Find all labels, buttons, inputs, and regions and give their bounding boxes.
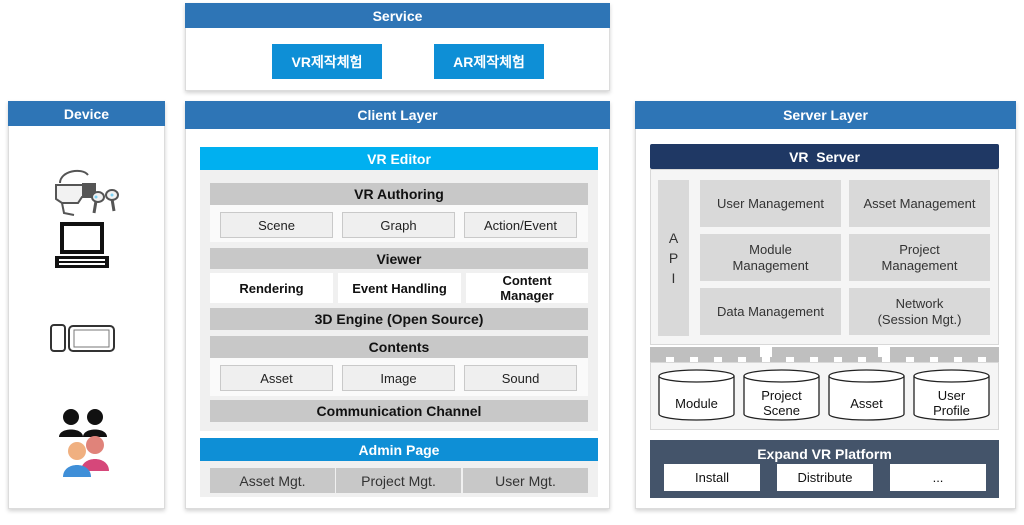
vr-authoring-band: VR Authoring (210, 183, 588, 205)
distribute-box: Distribute (777, 464, 873, 491)
user-management-box: User Management (700, 180, 841, 227)
project-management-box: Project Management (849, 234, 990, 281)
module-management-box: Module Management (700, 234, 841, 281)
module-database: Module (658, 369, 735, 421)
server-layer-header: Server Layer (635, 101, 1016, 129)
user-mgt-box: User Mgt. (463, 468, 588, 493)
api-letter: P (668, 250, 679, 266)
device-panel (8, 101, 165, 509)
laptop-icon (55, 222, 109, 268)
client-layer-header: Client Layer (185, 101, 610, 129)
event-handling-box: Event Handling (338, 273, 461, 303)
api-letter: I (671, 270, 676, 286)
user-profile-database-label: User Profile (933, 388, 970, 418)
api-letter: A (668, 230, 679, 246)
asset-management-box: Asset Management (849, 180, 990, 227)
image-box: Image (342, 365, 455, 391)
device-header: Device (8, 101, 165, 126)
graph-box: Graph (342, 212, 455, 238)
project-mgt-box: Project Mgt. (336, 468, 461, 493)
asset-box: Asset (220, 365, 333, 391)
data-management-box: Data Management (700, 288, 841, 335)
asset-mgt-box: Asset Mgt. (210, 468, 335, 493)
rendering-box: Rendering (210, 273, 333, 303)
install-box: Install (664, 464, 760, 491)
content-manager-box: Content Manager (466, 273, 588, 303)
action-event-box: Action/Event (464, 212, 577, 238)
data-bus (650, 347, 999, 357)
more-box: ... (890, 464, 986, 491)
expand-vr-platform-title: Expand VR Platform (757, 446, 892, 462)
vr-server-header: VR Server (650, 144, 999, 169)
mobile-devices-icon (50, 324, 115, 352)
vr-editor-header: VR Editor (200, 147, 598, 170)
bus-connector (878, 345, 890, 359)
communication-channel-band: Communication Channel (210, 400, 588, 422)
user-profile-database: User Profile (913, 369, 990, 421)
vr-experience-button[interactable]: VR제작체험 (272, 44, 382, 79)
scene-box: Scene (220, 212, 333, 238)
bus-ticks (650, 357, 999, 362)
module-database-label: Module (675, 395, 718, 411)
asset-database: Asset (828, 369, 905, 421)
service-header: Service (185, 3, 610, 28)
sound-box: Sound (464, 365, 577, 391)
ar-experience-button[interactable]: AR제작체험 (434, 44, 544, 79)
admin-page-header: Admin Page (200, 438, 598, 461)
vr-headset-icon (55, 169, 119, 216)
api-column: A P I (658, 180, 689, 336)
network-management-box: Network (Session Mgt.) (849, 288, 990, 335)
users-icon (59, 409, 109, 477)
viewer-band: Viewer (210, 248, 588, 269)
bus-connector (760, 345, 772, 359)
project-scene-database-label: Project Scene (761, 388, 802, 418)
project-scene-database: Project Scene (743, 369, 820, 421)
asset-database-label: Asset (850, 395, 883, 411)
contents-band: Contents (210, 336, 588, 358)
3d-engine-band: 3D Engine (Open Source) (210, 308, 588, 330)
